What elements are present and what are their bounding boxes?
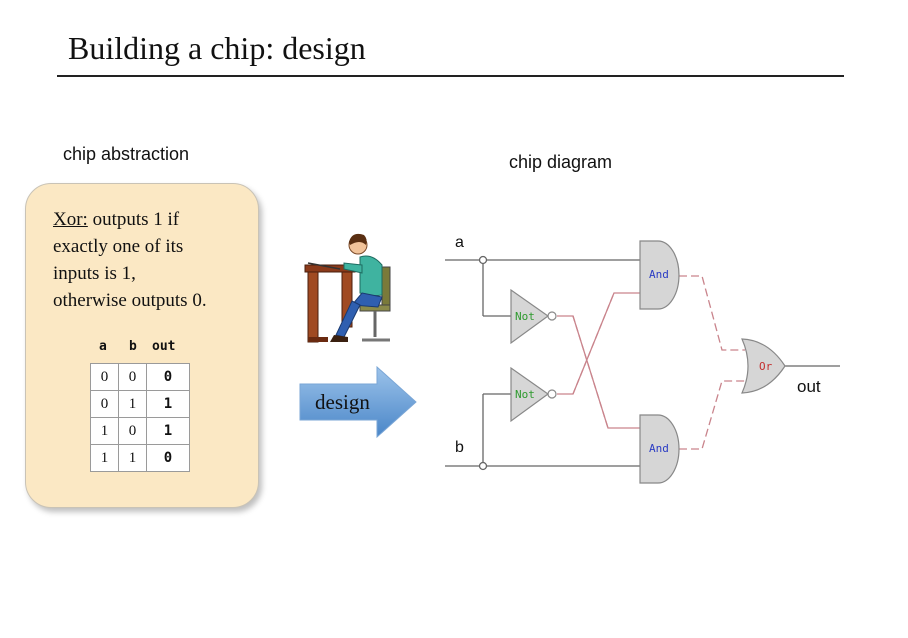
- or-gate: [741, 338, 786, 394]
- abstraction-label: chip abstraction: [63, 144, 190, 164]
- chip-description: Xor: outputs 1 if exactly one of its inp…: [53, 206, 253, 314]
- not-gate-bottom-label: Not: [515, 388, 535, 401]
- table-row: 0 0 0: [90, 363, 190, 391]
- table-cell: 0: [118, 363, 147, 391]
- description-line-2: exactly one of its: [53, 236, 184, 257]
- and-gate-bottom: [639, 414, 680, 484]
- junction-a: [478, 255, 488, 265]
- truth-table: 0 0 0 0 1 1 1 0 1 1 1 0: [90, 363, 190, 472]
- not-gate-bottom: [510, 366, 550, 423]
- diagram-label: chip diagram: [509, 152, 613, 172]
- truth-header-a: a: [99, 339, 107, 354]
- input-b-label: b: [455, 439, 464, 456]
- table-cell: 0: [146, 444, 190, 472]
- and-gate-bottom-label: And: [649, 442, 669, 455]
- and-gate-top-label: And: [649, 268, 669, 281]
- internal-wire-and-bottom: [679, 380, 745, 450]
- or-gate-label: Or: [759, 360, 773, 373]
- chip-name: Xor:: [53, 209, 88, 230]
- internal-wire-not-top: [557, 315, 640, 429]
- abstraction-box: Xor: outputs 1 if exactly one of its inp…: [25, 183, 259, 508]
- output-label: out: [797, 377, 821, 396]
- table-cell: 0: [146, 363, 190, 391]
- not-gate-top-bubble: [547, 311, 557, 321]
- not-gate-top-label: Not: [515, 310, 535, 323]
- design-label: design: [315, 390, 370, 414]
- description-line-4: otherwise outputs 0.: [53, 290, 207, 311]
- truth-header-b: b: [129, 339, 137, 354]
- not-gate-top: [510, 288, 550, 345]
- not-gate-bottom-bubble: [547, 389, 557, 399]
- table-row: 1 1 0: [90, 444, 190, 472]
- table-cell: 1: [146, 390, 190, 418]
- internal-wire-not-bottom: [557, 292, 640, 395]
- and-gate-top: [639, 240, 680, 310]
- title-rule: [57, 75, 844, 77]
- table-cell: 0: [90, 363, 119, 391]
- table-cell: 1: [90, 417, 119, 445]
- slide-title: Building a chip: design: [68, 30, 366, 66]
- design-arrow: [299, 366, 417, 438]
- designer-illustration: [304, 233, 391, 343]
- junction-b: [478, 461, 488, 471]
- table-row: 1 0 1: [90, 417, 190, 445]
- internal-wire-and-top: [679, 275, 745, 351]
- input-a-label: a: [455, 234, 464, 251]
- description-line-3: inputs is 1,: [53, 263, 136, 284]
- description-line-1: outputs 1 if: [87, 209, 180, 230]
- truth-header-out: out: [152, 339, 176, 354]
- table-cell: 1: [118, 390, 147, 418]
